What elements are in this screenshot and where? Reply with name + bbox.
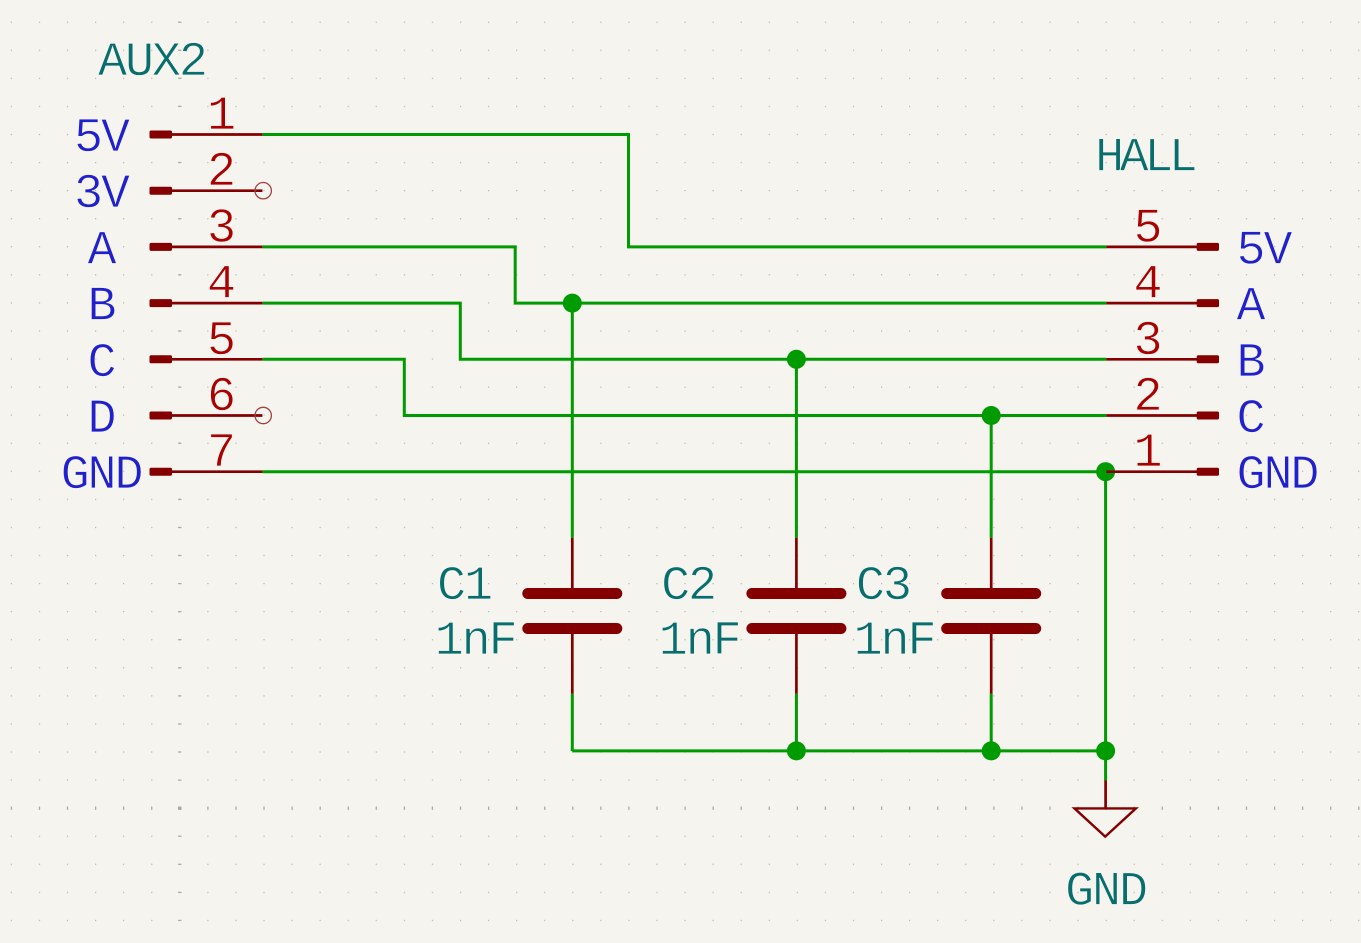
svg-text:C: C [1237,392,1264,447]
svg-text:1nF: 1nF [854,614,935,669]
svg-text:2: 2 [207,145,234,200]
svg-text:1nF: 1nF [435,614,516,669]
svg-text:7: 7 [207,426,234,481]
svg-text:C2: C2 [661,559,715,614]
svg-text:HALL: HALL [1095,131,1195,186]
svg-text:B: B [88,280,116,335]
svg-text:A: A [1237,280,1267,335]
svg-text:3: 3 [207,201,234,256]
svg-text:GND: GND [1237,448,1318,503]
svg-text:C3: C3 [856,559,910,614]
svg-text:5V: 5V [74,111,130,166]
svg-text:AUX2: AUX2 [98,35,206,90]
svg-text:4: 4 [207,258,234,313]
svg-text:C1: C1 [437,559,491,614]
svg-text:5: 5 [1134,201,1161,256]
svg-text:3: 3 [1134,314,1161,369]
svg-text:C: C [88,336,115,391]
svg-text:GND: GND [61,448,142,503]
svg-text:4: 4 [1134,258,1161,313]
svg-text:1: 1 [1134,426,1161,481]
svg-text:GND: GND [1065,865,1146,920]
svg-text:5: 5 [207,314,234,369]
svg-text:6: 6 [207,370,234,425]
svg-text:1: 1 [207,89,234,144]
svg-text:1nF: 1nF [659,614,740,669]
svg-text:3V: 3V [74,167,130,222]
svg-text:2: 2 [1134,370,1161,425]
svg-text:5V: 5V [1237,223,1293,278]
svg-text:D: D [88,392,115,447]
svg-text:B: B [1237,336,1265,391]
svg-text:A: A [88,223,118,278]
